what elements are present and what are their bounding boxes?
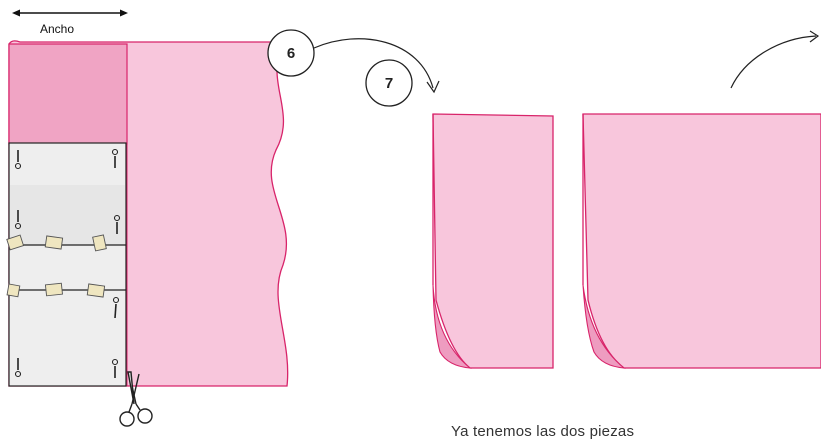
svg-text:7: 7 — [385, 75, 393, 92]
double-arrow-icon — [12, 9, 128, 17]
svg-text:6: 6 — [287, 45, 295, 62]
curved-arrow-icon — [313, 38, 440, 94]
curved-arrow-icon — [730, 30, 820, 89]
step-6-badge: 6 — [267, 29, 315, 77]
folded-strip — [8, 43, 128, 145]
tape-icon — [6, 234, 107, 298]
pin-icon — [14, 148, 121, 378]
caption: Ya tenemos las dos piezas — [451, 423, 635, 440]
pattern-paper — [8, 142, 127, 387]
cut-piece-right — [582, 113, 821, 369]
step-7-badge: 7 — [365, 59, 413, 107]
width-label: Ancho — [40, 22, 74, 36]
cut-piece-left — [432, 113, 554, 369]
scissors-icon — [119, 371, 153, 427]
